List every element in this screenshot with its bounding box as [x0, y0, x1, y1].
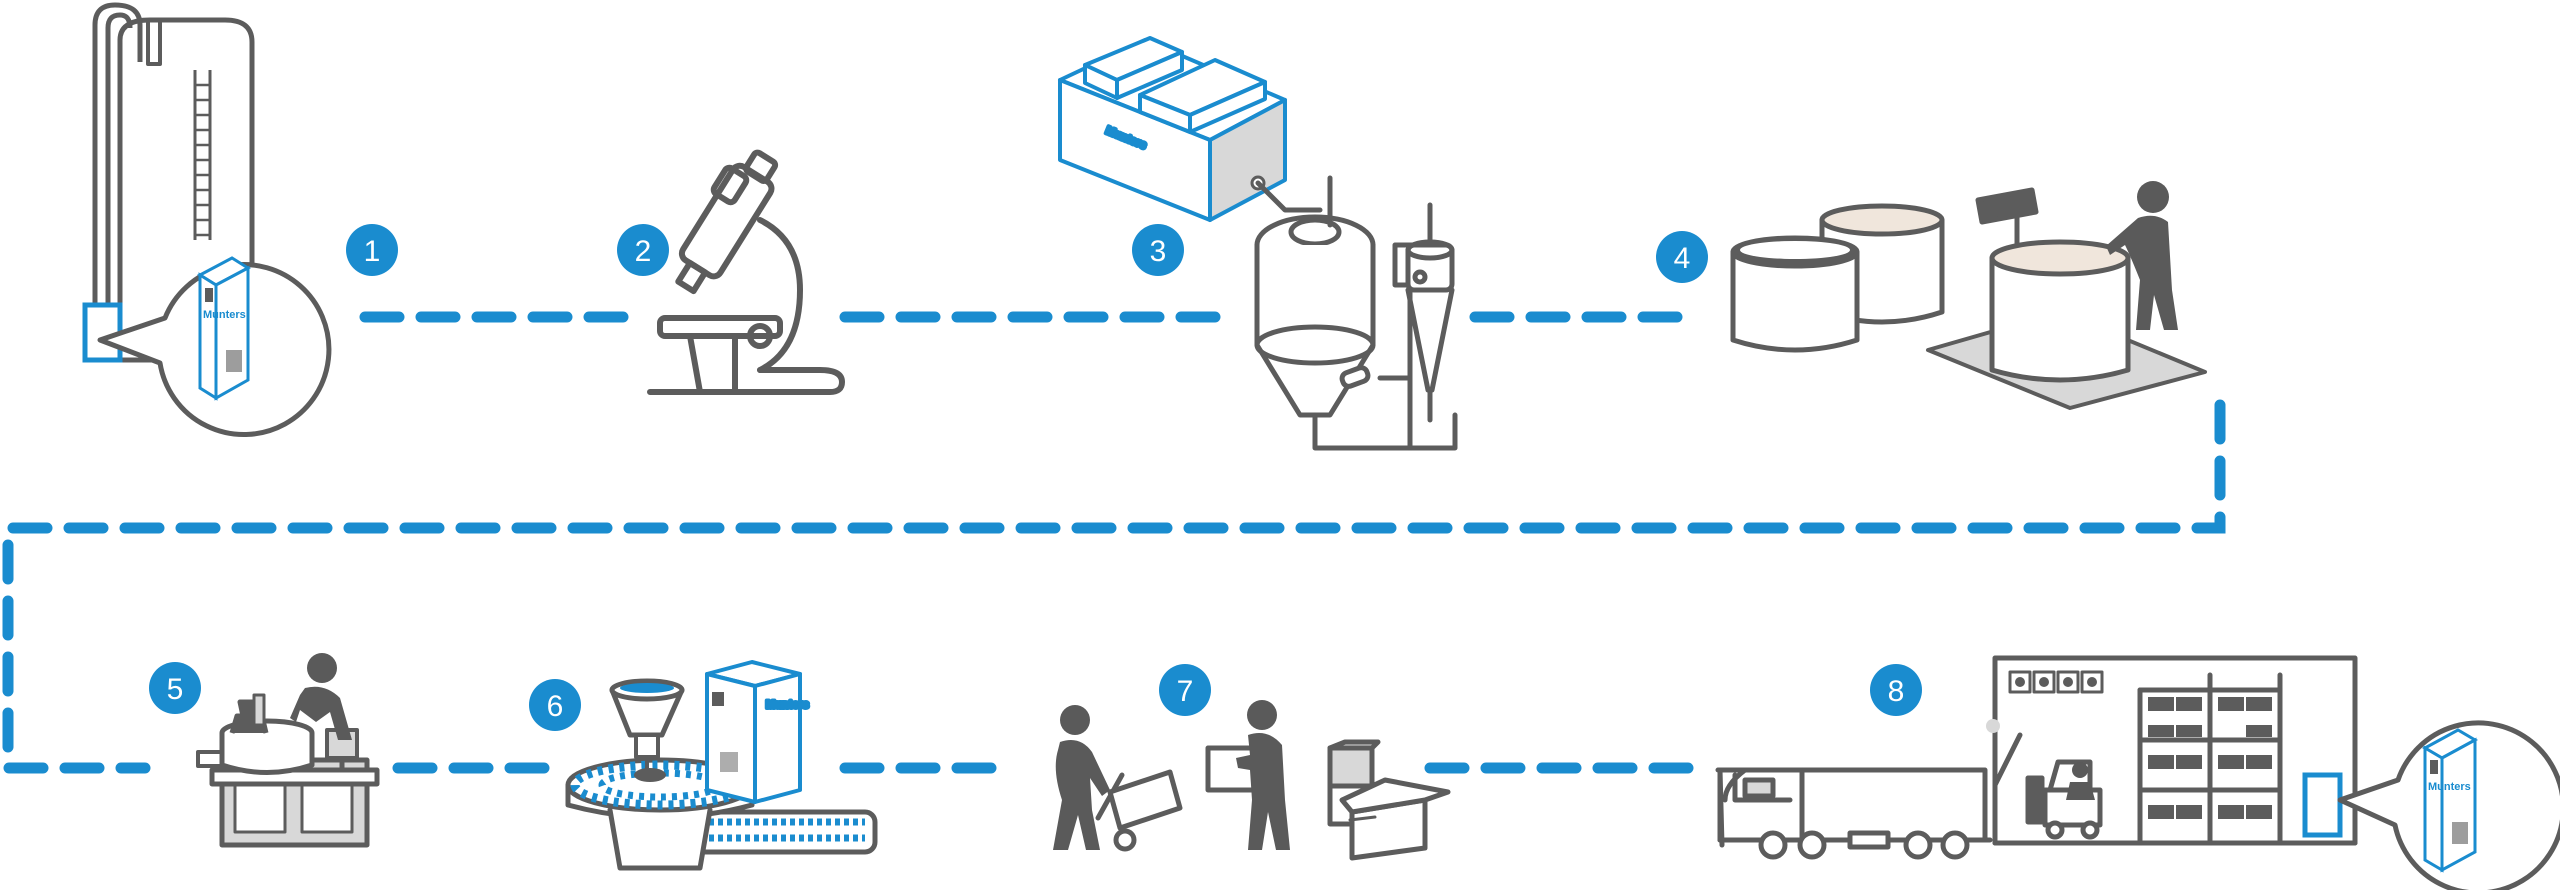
- step-badge-6: 6: [529, 679, 581, 731]
- step-number-2: 2: [635, 235, 652, 268]
- worker-figure-icon: [2106, 181, 2178, 330]
- tablet-press-icon: [565, 678, 878, 871]
- step-number-4: 4: [1674, 242, 1691, 275]
- silo-sensor-box: [82, 302, 123, 363]
- dehumidifier-unit-icon: Munters: [1058, 36, 1287, 222]
- step-badge-4: 4: [1656, 231, 1708, 283]
- step-badge-8: 8: [1870, 664, 1922, 716]
- step-badge-1: 1: [346, 224, 398, 276]
- spray-dryer-icon: [1254, 175, 1458, 451]
- worker-with-trolley-figure-icon: [1053, 705, 1110, 850]
- callout-bubble-8: Munters: [2337, 720, 2560, 890]
- step-number-3: 3: [1150, 235, 1167, 268]
- operator-figure-icon: [290, 653, 352, 740]
- step-badge-3: 3: [1132, 224, 1184, 276]
- warehouse-dehumidifier-box: [2302, 772, 2343, 838]
- callout-bubble-1: Munters: [97, 256, 332, 438]
- silo-with-dehumidifier-icon: [88, 2, 258, 363]
- step-number-5: 5: [167, 673, 184, 706]
- forklift-driver-figure-icon: [2066, 762, 2095, 800]
- worker-carrying-box-figure-icon: [1236, 700, 1290, 850]
- step-badge-5: 5: [149, 662, 201, 714]
- truck-and-warehouse-icon: [1715, 655, 2358, 860]
- mixing-tanks-with-worker-icon: [1730, 187, 2207, 410]
- microscope-icon: [647, 149, 845, 395]
- step-number-6: 6: [547, 690, 564, 723]
- brand-label-bubble: Munters: [2428, 781, 2471, 793]
- flow-dashed-line: [2, 311, 2226, 774]
- step-number-1: 1: [364, 235, 381, 268]
- step-badge-7: 7: [1159, 664, 1211, 716]
- packaging-workers-icon: [1095, 739, 1451, 861]
- dehumidifier-small-icon: Munters: [705, 660, 811, 804]
- brand-label-small: Munters: [766, 699, 809, 711]
- step-number-7: 7: [1177, 675, 1194, 708]
- step-number-8: 8: [1888, 675, 1905, 708]
- step-badge-2: 2: [617, 224, 669, 276]
- brand-label: Munters: [203, 309, 246, 321]
- granulation-worker-icon: [196, 693, 380, 848]
